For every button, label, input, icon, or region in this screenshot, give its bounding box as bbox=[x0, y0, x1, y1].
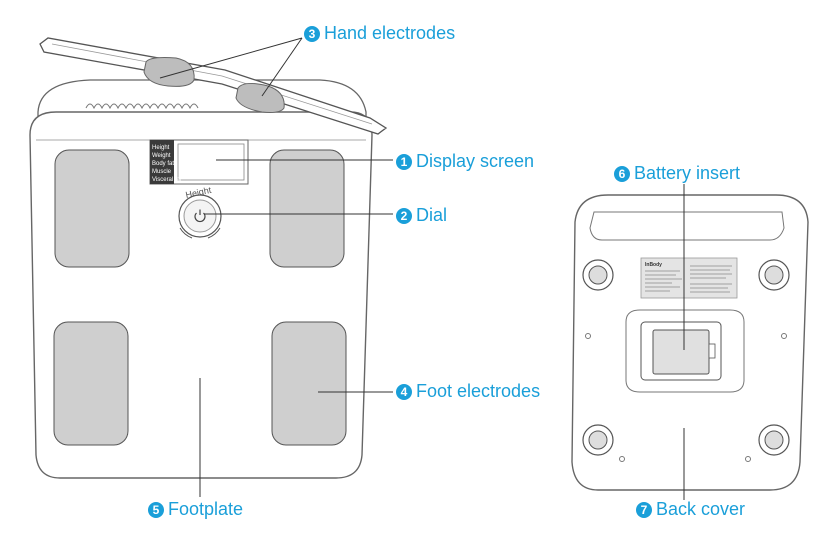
callout-number: 4 bbox=[396, 383, 412, 400]
back-handle-slot bbox=[589, 211, 785, 241]
hand-electrode-right bbox=[235, 82, 285, 113]
dial-arrow-left bbox=[179, 227, 193, 239]
callout-battery-insert: 6 Battery insert bbox=[614, 163, 740, 184]
handle-inner-edge bbox=[51, 43, 373, 125]
dial-knob[interactable] bbox=[183, 199, 217, 233]
panel-row-5: Visceral fat bbox=[152, 177, 182, 183]
back-scale: InBody bbox=[571, 194, 809, 491]
callout-label: Hand electrodes bbox=[324, 23, 456, 43]
screw-holes bbox=[585, 333, 787, 462]
dial-arrow-right bbox=[207, 227, 221, 239]
callout-number: 1 bbox=[396, 153, 412, 170]
panel-row-3: Body fat bbox=[152, 161, 174, 167]
callout-label: Back cover bbox=[656, 499, 746, 519]
leader-lines bbox=[159, 37, 685, 500]
leader-hand-left bbox=[159, 37, 303, 79]
battery-cover[interactable] bbox=[652, 329, 710, 375]
callout-number: 6 bbox=[614, 165, 630, 182]
foot-electrode-front-left bbox=[54, 149, 130, 268]
foot-top-right-pad bbox=[764, 265, 784, 285]
panel-row-2: Weight bbox=[152, 153, 171, 159]
dial[interactable]: Height bbox=[178, 185, 222, 239]
foot-electrode-rear-left bbox=[53, 321, 129, 446]
display-label-strip bbox=[150, 140, 174, 184]
display-screen bbox=[177, 143, 245, 181]
callout-label: Dial bbox=[416, 205, 448, 225]
rating-label-brand: InBody bbox=[645, 262, 662, 268]
callout-back-cover: 7 Back cover bbox=[636, 499, 745, 520]
panel-row-4: Muscle bbox=[152, 169, 172, 175]
foot-electrode-front-right bbox=[269, 149, 345, 268]
hand-electrode-left bbox=[143, 57, 195, 87]
power-icon bbox=[194, 209, 206, 223]
callout-label: Foot electrodes bbox=[416, 381, 541, 401]
battery-cover-latch[interactable] bbox=[708, 343, 716, 359]
callout-footplate: 5 Footplate bbox=[148, 499, 243, 520]
rating-label: InBody bbox=[640, 257, 738, 299]
callout-label: Display screen bbox=[416, 151, 535, 171]
callout-label: Battery insert bbox=[634, 163, 741, 183]
front-scale: Height Weight Body fat Muscle Visceral f… bbox=[29, 37, 388, 479]
handle-bar bbox=[39, 37, 388, 135]
back-feet bbox=[582, 259, 790, 456]
foot-electrode-rear-right bbox=[271, 321, 347, 446]
callout-number: 3 bbox=[304, 25, 320, 42]
leader-hand-right bbox=[261, 37, 303, 97]
foot-bottom-left-pad bbox=[588, 430, 608, 450]
callout-hand-electrodes: 3 Hand electrodes bbox=[304, 23, 455, 44]
callout-display-screen: 1 Display screen bbox=[396, 151, 534, 172]
panel-row-1: Height bbox=[152, 145, 170, 151]
foot-bottom-right-pad bbox=[764, 430, 784, 450]
battery-recess bbox=[625, 309, 745, 393]
foot-top-left-pad bbox=[588, 265, 608, 285]
callout-number: 5 bbox=[148, 501, 164, 518]
callout-number: 7 bbox=[636, 501, 652, 518]
callout-number: 2 bbox=[396, 207, 412, 224]
callout-label: Footplate bbox=[168, 499, 244, 519]
callout-dial: 2 Dial bbox=[396, 205, 447, 226]
callout-foot-electrodes: 4 Foot electrodes bbox=[396, 381, 540, 402]
